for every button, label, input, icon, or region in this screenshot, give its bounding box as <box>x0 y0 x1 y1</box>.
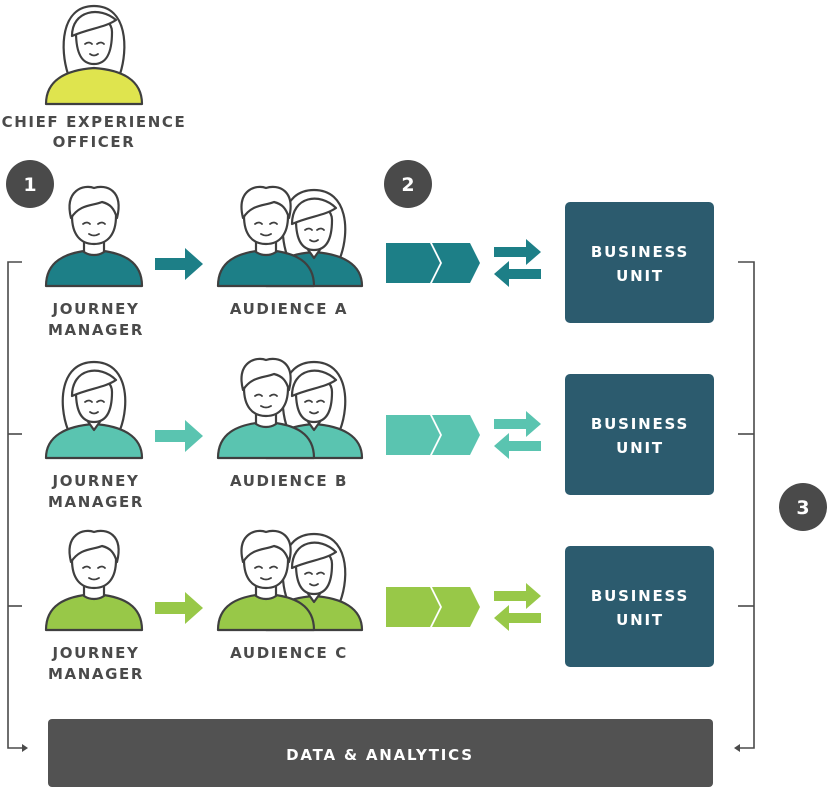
business-unit-label-line2: UNIT <box>616 267 664 285</box>
row-1: JOURNEY MANAGER AUDIENCE A BUSINESS UNIT <box>44 185 714 339</box>
left-arrow-icon <box>494 433 541 459</box>
business-unit-box <box>565 374 714 495</box>
male-person-icon <box>216 357 316 460</box>
manager-label-line2: MANAGER <box>48 321 144 339</box>
business-unit-label-line1: BUSINESS <box>591 587 689 605</box>
male-person-icon <box>44 185 144 288</box>
audience-label: AUDIENCE A <box>230 300 348 318</box>
manager-label-line1: JOURNEY <box>52 300 140 318</box>
row-3: JOURNEY MANAGER AUDIENCE C BUSINESS UNIT <box>44 529 714 683</box>
male-person-icon <box>216 529 316 632</box>
chevron-icon <box>432 243 480 283</box>
manager-label-line2: MANAGER <box>48 665 144 683</box>
right-arrow-icon <box>155 592 203 624</box>
chief-experience-officer: CHIEF EXPERIENCE OFFICER <box>2 4 187 151</box>
manager-label-line1: JOURNEY <box>52 644 140 662</box>
badge-2-number: 2 <box>401 174 414 196</box>
chevron-icon <box>432 587 480 627</box>
badge-3: 3 <box>779 483 827 531</box>
business-unit-box <box>565 202 714 323</box>
chevron-icon <box>432 415 480 455</box>
chevron-icon <box>386 243 440 283</box>
manager-label-line1: JOURNEY <box>52 472 140 490</box>
data-analytics-label: DATA & ANALYTICS <box>286 746 474 764</box>
chevron-icon <box>386 415 440 455</box>
cxo-label-line2: OFFICER <box>53 133 136 151</box>
right-arrow-icon <box>494 411 541 437</box>
left-bracket <box>7 261 28 752</box>
right-arrow-icon <box>494 583 541 609</box>
badge-3-number: 3 <box>796 497 809 519</box>
business-unit-label-line2: UNIT <box>616 611 664 629</box>
female-person-icon <box>44 4 144 106</box>
row-2: JOURNEY MANAGER AUDIENCE B BUSINESS UNIT <box>44 357 714 511</box>
audience-group <box>216 357 364 460</box>
audience-group <box>216 529 364 632</box>
manager-label-line2: MANAGER <box>48 493 144 511</box>
badge-1: 1 <box>6 160 54 208</box>
business-unit-label-line2: UNIT <box>616 439 664 457</box>
data-analytics-bar: DATA & ANALYTICS <box>48 719 713 787</box>
male-person-icon <box>44 529 144 632</box>
cxo-label-line1: CHIEF EXPERIENCE <box>2 113 187 131</box>
right-bracket <box>734 261 755 752</box>
male-person-icon <box>216 185 316 288</box>
business-unit-label-line1: BUSINESS <box>591 415 689 433</box>
female-person-icon <box>264 188 364 288</box>
audience-label: AUDIENCE B <box>230 472 348 490</box>
right-arrow-icon <box>155 248 203 280</box>
right-arrow-icon <box>155 420 203 452</box>
audience-group <box>216 185 364 288</box>
left-arrow-icon <box>494 261 541 287</box>
business-unit-label-line1: BUSINESS <box>591 243 689 261</box>
left-arrow-icon <box>494 605 541 631</box>
badge-2: 2 <box>384 160 432 208</box>
chevron-icon <box>386 587 440 627</box>
badge-1-number: 1 <box>23 174 36 196</box>
female-person-icon <box>44 360 144 460</box>
business-unit-box <box>565 546 714 667</box>
right-arrow-icon <box>494 239 541 265</box>
audience-label: AUDIENCE C <box>230 644 348 662</box>
